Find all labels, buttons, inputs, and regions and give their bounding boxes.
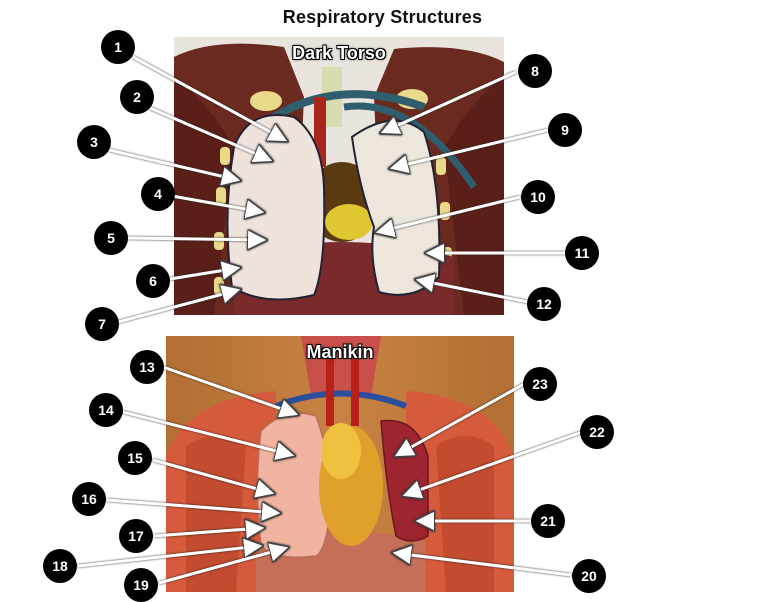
- leader-6: [169, 268, 238, 279]
- marker-21: 21: [531, 504, 565, 538]
- leader-15: [152, 458, 272, 493]
- leader-5: [126, 238, 264, 240]
- leader-17: [153, 528, 262, 536]
- leader-16: [106, 498, 278, 513]
- leader-23: [397, 382, 525, 455]
- leader-20: [395, 553, 572, 577]
- manikin-label: Manikin: [306, 342, 374, 362]
- leader-8: [383, 70, 517, 132]
- leader-1: [132, 55, 285, 140]
- marker-22: 22: [580, 415, 614, 449]
- marker-2: 2: [120, 80, 154, 114]
- dark-torso-label: Dark Torso: [292, 43, 386, 63]
- leader-13: [162, 365, 296, 414]
- leader-19: [158, 548, 286, 585]
- leader-10: [378, 195, 521, 232]
- leader-3: [108, 148, 238, 180]
- leader-2: [149, 106, 270, 160]
- marker-5: 5: [94, 221, 128, 255]
- marker-15: 15: [118, 441, 152, 475]
- marker-8: 8: [518, 54, 552, 88]
- marker-1: 1: [101, 30, 135, 64]
- marker-12: 12: [527, 287, 561, 321]
- marker-19: 19: [124, 568, 158, 602]
- marker-6: 6: [136, 264, 170, 298]
- leader-7: [117, 290, 238, 324]
- marker-11: 11: [565, 236, 599, 270]
- leader-9: [392, 128, 549, 168]
- marker-20: 20: [572, 559, 606, 593]
- leader-22: [405, 430, 583, 495]
- marker-14: 14: [89, 393, 123, 427]
- marker-4: 4: [141, 177, 175, 211]
- page-title: Respiratory Structures: [282, 7, 483, 27]
- marker-16: 16: [72, 482, 106, 516]
- marker-13: 13: [130, 350, 164, 384]
- marker-10: 10: [521, 180, 555, 214]
- marker-9: 9: [548, 113, 582, 147]
- leader-12: [418, 280, 529, 304]
- marker-23: 23: [523, 367, 557, 401]
- marker-18: 18: [43, 549, 77, 583]
- marker-17: 17: [119, 519, 153, 553]
- marker-7: 7: [85, 307, 119, 341]
- leader-18: [77, 546, 260, 568]
- leader-14: [122, 410, 292, 455]
- marker-3: 3: [77, 125, 111, 159]
- leader-4: [171, 194, 262, 212]
